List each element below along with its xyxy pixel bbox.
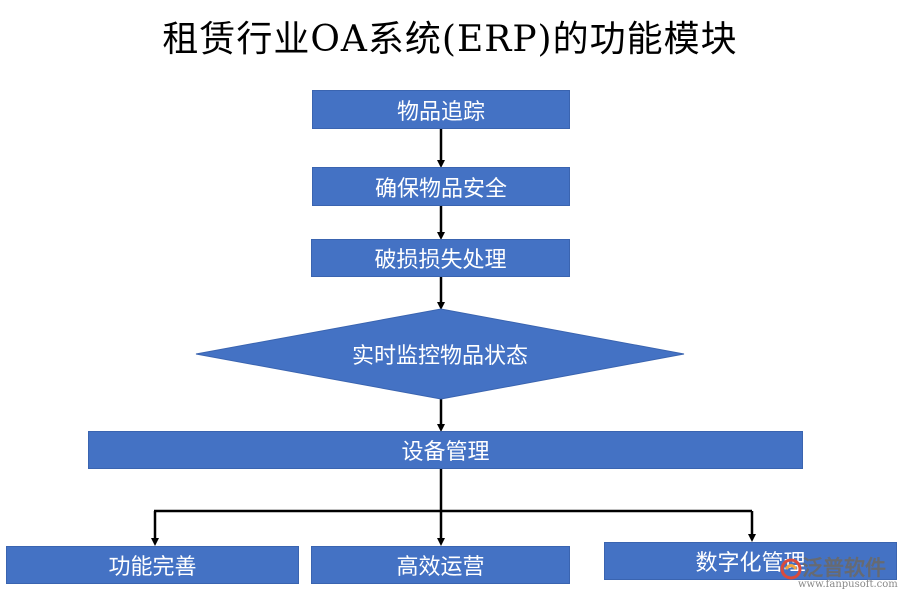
node-efficient-operations: 高效运营 bbox=[311, 546, 570, 584]
node-realtime-monitoring: 实时监控物品状态 bbox=[351, 344, 528, 369]
watermark-url: www.fanpusoft.com bbox=[798, 579, 898, 590]
watermark-brand: 泛普软件 bbox=[802, 556, 886, 580]
node-damage-handling: 破损损失处理 bbox=[311, 239, 570, 277]
diagram-title: 租赁行业OA系统(ERP)的功能模块 bbox=[162, 19, 738, 60]
node-item-safety: 确保物品安全 bbox=[312, 167, 570, 206]
decision-diamond bbox=[195, 308, 685, 400]
node-digital-management: 数字化管理 bbox=[604, 542, 897, 580]
node-complete-functions: 功能完善 bbox=[6, 546, 299, 584]
watermark: 泛普软件 www.fanpusoft.com bbox=[778, 552, 898, 598]
node-equipment-management: 设备管理 bbox=[88, 431, 803, 469]
node-item-tracking: 物品追踪 bbox=[312, 90, 570, 129]
brand-logo-icon bbox=[780, 558, 802, 580]
